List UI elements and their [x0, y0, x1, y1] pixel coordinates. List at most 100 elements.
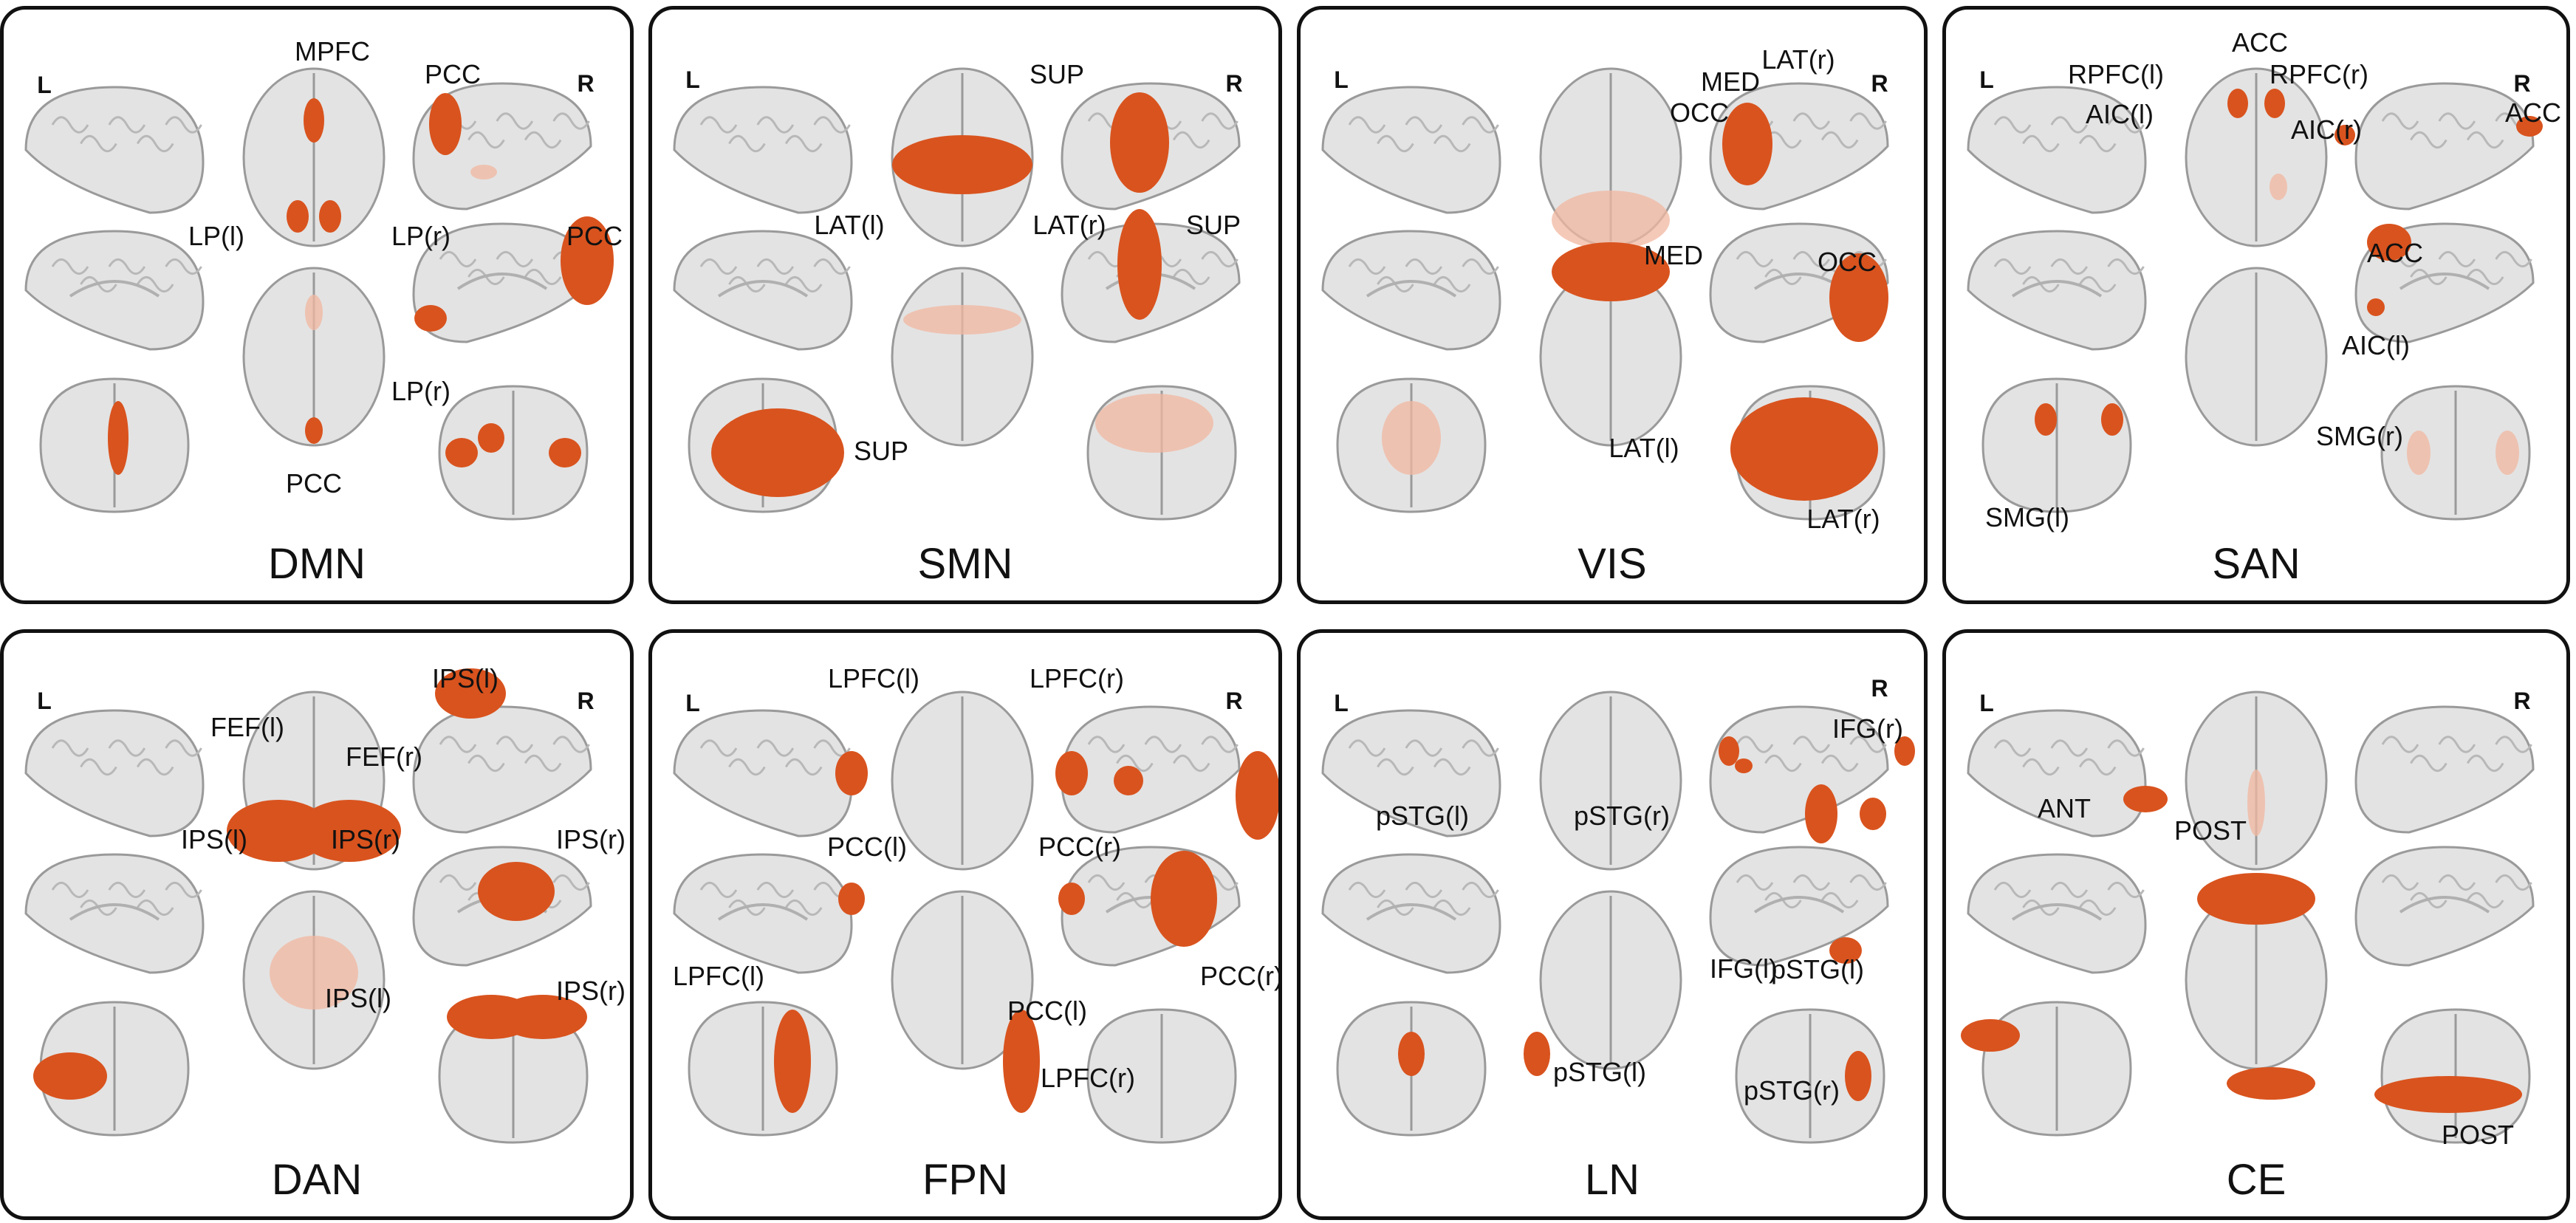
brain-view-medR — [2354, 846, 2535, 967]
brain-view-med — [24, 230, 205, 351]
brain-view-lat — [24, 86, 205, 214]
region-label: ACC — [2366, 238, 2424, 268]
activation-region — [270, 936, 358, 1010]
brain-view-medR — [1709, 846, 1889, 967]
region-label: pSTG(r) — [1744, 1075, 1840, 1106]
activation-region — [1829, 937, 1862, 964]
activation-region — [2227, 89, 2248, 118]
activation-region — [561, 216, 614, 305]
brain-view-back — [1735, 1008, 1885, 1144]
activation-region — [2035, 403, 2057, 436]
region-label: LAT(r) — [1032, 210, 1106, 240]
activation-region — [429, 93, 462, 155]
activation-region — [1382, 401, 1441, 475]
brain-view-med — [1967, 230, 2147, 351]
brain-view-lat — [1967, 709, 2147, 837]
brain-view-med — [1321, 853, 1501, 974]
activation-region — [1058, 883, 1085, 915]
region-label: LP(r) — [391, 221, 451, 251]
region-label: PCC(r) — [1200, 961, 1282, 991]
activation-region — [2367, 224, 2411, 261]
side-label-left: L — [1979, 690, 1994, 716]
brain-view-top — [1539, 691, 1682, 871]
region-label: LAT(r) — [1761, 44, 1835, 75]
brain-view-back — [1086, 1008, 1237, 1144]
activation-region — [2374, 1076, 2522, 1113]
region-label: pSTG(l) — [1376, 801, 1469, 831]
activation-region — [2367, 298, 2385, 316]
brain-view-top — [891, 267, 1034, 447]
region-label: SUP — [1185, 210, 1241, 240]
activation-region — [838, 883, 865, 915]
side-label-left: L — [37, 72, 52, 98]
region-label: PCC(l) — [827, 832, 907, 862]
panel-title: VIS — [1578, 540, 1647, 588]
region-label: SUP — [1029, 59, 1085, 89]
activation-region — [470, 165, 497, 179]
brain-view-top — [891, 890, 1034, 1070]
activation-region — [108, 401, 129, 475]
activation-region — [1003, 1010, 1040, 1113]
brain-view-latR — [2354, 82, 2535, 210]
activation-region — [1055, 751, 1088, 795]
region-label: OCC — [1818, 247, 1877, 277]
region-label: AIC(l) — [2086, 99, 2154, 129]
region-label: FEF(r) — [346, 741, 422, 772]
activation-region — [1719, 736, 1739, 766]
region-label: ANT — [2038, 793, 2091, 823]
activation-region — [1730, 397, 1878, 501]
region-label: pSTG(l) — [1771, 954, 1864, 984]
activation-region — [1829, 253, 1888, 342]
region-label: IFG(r) — [1832, 713, 1903, 744]
region-label: IPS(r) — [556, 976, 626, 1006]
panel-title: LN — [1584, 1156, 1640, 1204]
panel-title: CE — [2226, 1156, 2286, 1204]
activation-region — [2270, 174, 2287, 200]
brain-view-back — [2380, 385, 2531, 521]
brain-view-med — [1967, 853, 2147, 974]
side-label-left: L — [1334, 690, 1349, 716]
region-label: IPS(l) — [432, 663, 499, 693]
brain-view-medR — [412, 222, 592, 343]
brain-views-vis — [1321, 67, 1889, 521]
activation-region — [1961, 1019, 2020, 1052]
brain-view-back — [438, 385, 589, 521]
region-label: LAT(r) — [1806, 504, 1880, 534]
side-label-left: L — [685, 690, 700, 716]
brain-view-back — [1981, 377, 2132, 513]
region-label: MED — [1644, 240, 1703, 270]
region-label: IPS(l) — [325, 983, 391, 1013]
region-label: RPFC(r) — [2270, 59, 2368, 89]
activation-region — [1552, 191, 1670, 250]
activation-region — [2227, 1067, 2315, 1100]
activation-region — [287, 200, 309, 233]
brain-view-med — [673, 230, 853, 351]
activation-region — [1110, 92, 1169, 193]
activation-region — [1735, 758, 1753, 773]
region-label: MPFC — [295, 36, 370, 66]
activation-region — [2407, 431, 2431, 475]
brain-view-lat — [673, 709, 853, 837]
brain-views-san — [1967, 67, 2543, 521]
activation-region — [1845, 1051, 1871, 1101]
side-label-right: R — [1871, 675, 1888, 702]
activation-region — [227, 800, 330, 862]
region-label: IPS(r) — [556, 824, 626, 854]
side-label-right: R — [2513, 70, 2531, 97]
region-label: IFG(l) — [1710, 953, 1778, 984]
region-label: SUP — [853, 436, 909, 466]
brain-view-top — [242, 67, 386, 247]
region-label: PCC — [424, 59, 482, 89]
activation-region — [2101, 403, 2123, 436]
activation-region — [1722, 103, 1772, 185]
brain-views-dan — [24, 668, 592, 1144]
region-label: OCC — [1670, 97, 1729, 128]
brain-view-back — [688, 1001, 838, 1137]
activation-region — [1151, 851, 1217, 947]
activation-region — [774, 1010, 811, 1113]
activation-region — [1805, 784, 1837, 843]
region-label: AIC(l) — [2342, 330, 2410, 360]
brain-view-top — [2185, 267, 2328, 447]
